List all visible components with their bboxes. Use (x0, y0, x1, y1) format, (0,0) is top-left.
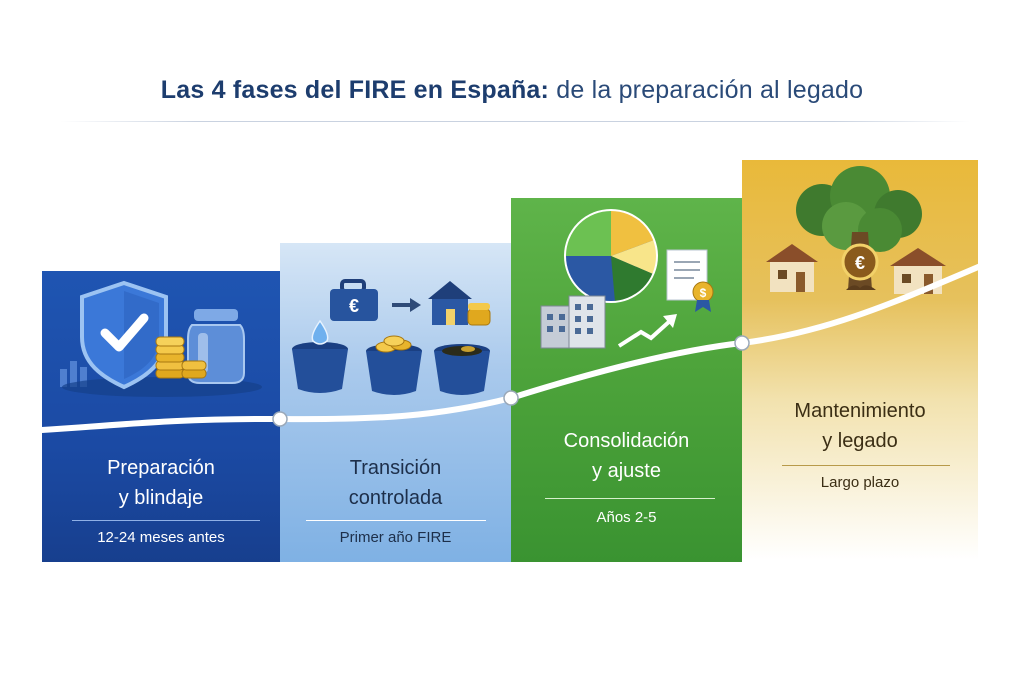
milestone-dot-3 (734, 335, 750, 351)
milestone-dot-1 (272, 411, 288, 427)
phase-panel-consolidacion: $ Consolidación y ajuste Años 2-5 (511, 198, 742, 562)
phase-4-illustration: € (766, 166, 946, 294)
growth-curve-arrowhead (982, 250, 1000, 268)
phase-panel-transicion: € Trans (280, 243, 511, 562)
phase-2-divider (306, 520, 486, 521)
dark-bucket-icon (434, 344, 490, 395)
phase-2-illustration: € (292, 279, 491, 395)
phase-1-title: Preparación y blindaje (107, 457, 215, 509)
phase-2-period: Primer año FIRE (339, 529, 452, 546)
phase-3-title: Consolidación y ajuste (563, 430, 690, 482)
phase-1-divider (72, 520, 260, 521)
trend-arrow-icon (617, 314, 677, 348)
phase-1-period: 12-24 meses antes (97, 529, 225, 546)
phase-3-divider (545, 498, 715, 499)
bar-chart-icon (60, 361, 87, 387)
phase-2-title: Transición controlada (348, 457, 443, 509)
pie-chart-icon (564, 209, 658, 303)
coins-icon (155, 336, 207, 379)
phase-1-illustration (60, 280, 262, 397)
page-title: Las 4 fases del FIRE en España: de la pr… (0, 76, 1024, 105)
growth-curve-line (0, 259, 992, 435)
title-rest: de la preparación al legado (556, 76, 864, 104)
water-bucket-icon (292, 319, 348, 393)
phase-3-period: Años 2-5 (596, 509, 657, 526)
certificate-icon: $ (666, 249, 714, 312)
title-bold: Las 4 fases del FIRE en España: (160, 76, 550, 104)
svg-text:€: € (855, 253, 865, 273)
house-icon (428, 281, 491, 326)
buildings-icon (540, 295, 606, 349)
phase-3-illustration: $ (540, 209, 714, 349)
milestone-dot-2 (503, 390, 519, 406)
euro-coin-icon: € (841, 243, 879, 281)
coin-bucket-icon (366, 335, 422, 395)
phase-4-period: Largo plazo (820, 474, 900, 491)
arrow-right-icon (392, 298, 421, 312)
phase-4-title: Mantenimiento y legado (794, 400, 926, 452)
briefcase-euro-icon: € (330, 279, 378, 321)
phase-4-divider (782, 465, 950, 466)
phase-panel-mantenimiento: € Mantenimiento y legado Largo plazo (742, 160, 978, 560)
svg-text:$: $ (700, 286, 707, 300)
svg-text:€: € (349, 296, 359, 316)
title-divider (60, 121, 970, 122)
